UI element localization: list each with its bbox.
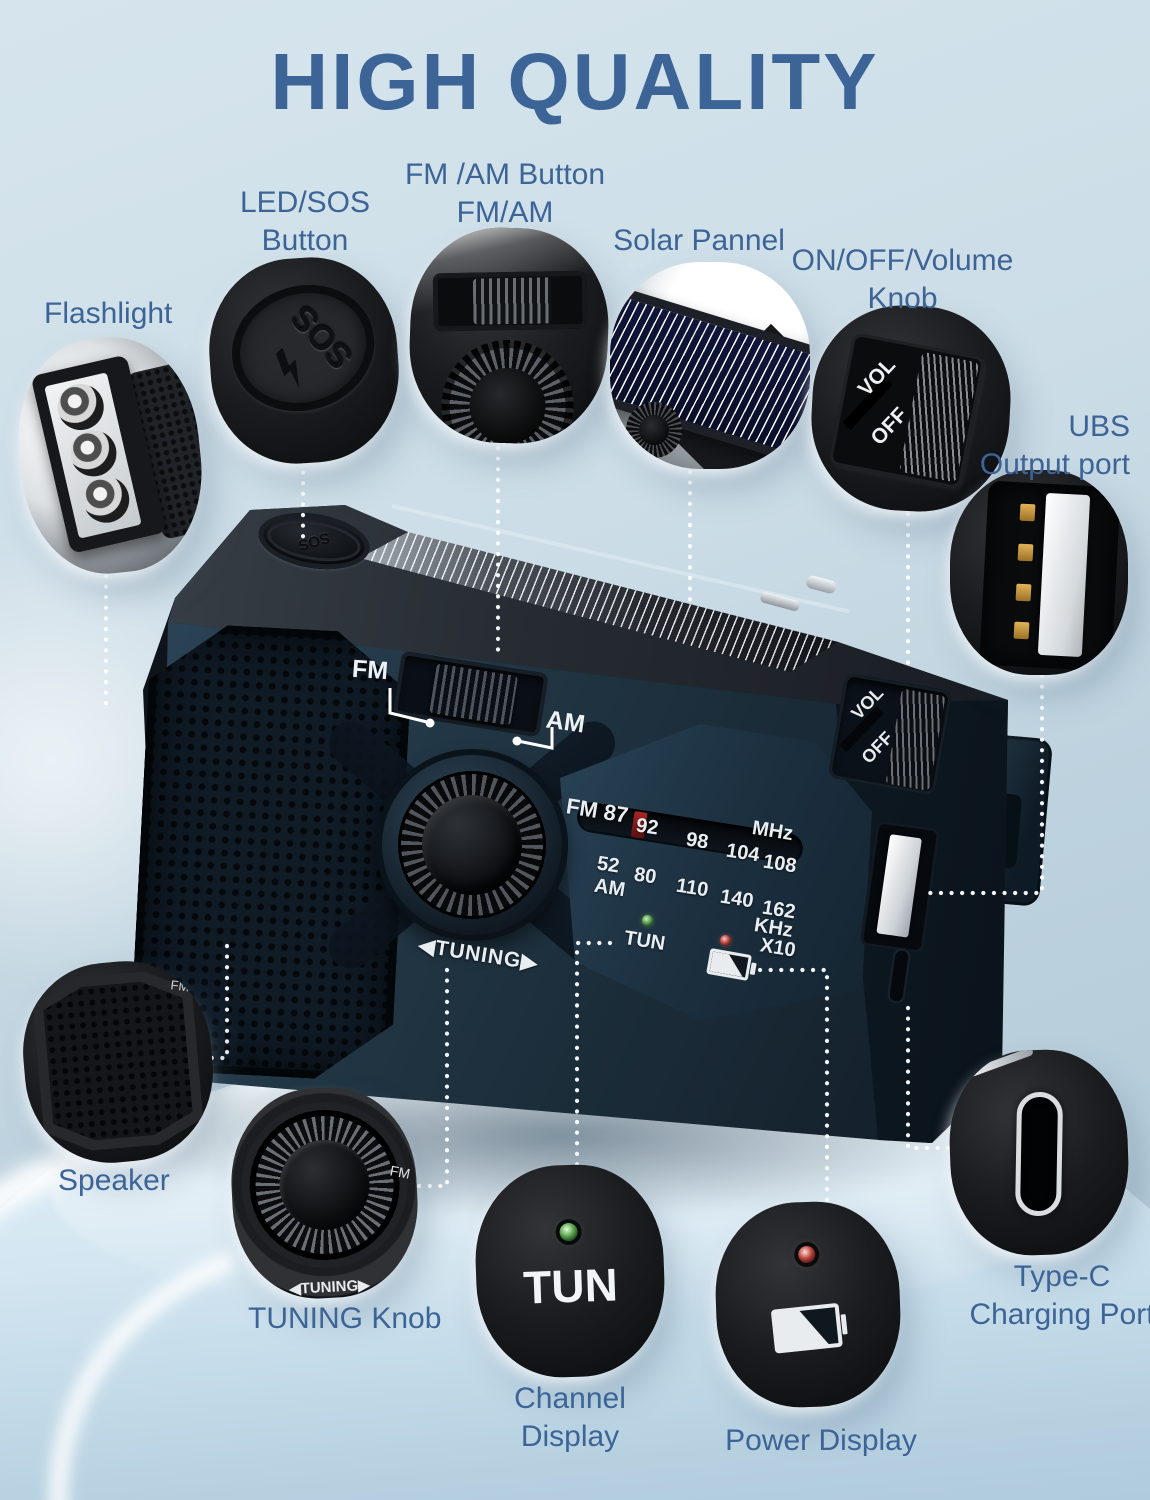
switch-thumb-detail [472, 277, 552, 325]
label-type-c-charging-port: Type-C Charging Port [969, 1260, 1150, 1331]
green-led-icon [642, 915, 653, 926]
label-channel-display: Channel Display [514, 1382, 626, 1453]
label-usb-output-port: UBS Output port [979, 410, 1130, 481]
red-led-icon [797, 1245, 816, 1264]
channel-display-callout: TUN [472, 1161, 668, 1381]
green-led-icon [559, 1222, 578, 1242]
flashlight-led-icon [78, 472, 134, 528]
label-on-off-volume-knob: ON/OFF/Volume Knob [791, 244, 1014, 315]
power-display-callout [712, 1198, 904, 1411]
label-tuning-knob: TUNING Knob [248, 1302, 442, 1335]
tuning-knob-callout: FM ◀TUNING▶ [226, 1083, 423, 1303]
sos-button-callout: SOS [203, 251, 405, 470]
speaker-fm-fragment: FM [169, 977, 191, 995]
knob-detail [626, 402, 682, 458]
band-label-am: AM [544, 705, 587, 739]
sos-button-detail: SOS [215, 266, 391, 430]
red-led-icon [720, 935, 731, 946]
page-title: HIGH QUALITY [270, 37, 880, 126]
label-led-sos-button: LED/SOS Button [239, 186, 371, 257]
battery-icon [770, 1302, 849, 1354]
dial-am-tick: 140 [718, 885, 755, 913]
usb-contact-pad [1019, 503, 1036, 522]
dial-fm-tick: 108 [761, 850, 798, 878]
dial-fm-tick: 104 [724, 839, 761, 867]
flashlight-led-icon [53, 379, 109, 435]
battery-terminal [840, 1314, 848, 1335]
speaker-grille-detail [41, 978, 194, 1144]
label-flashlight: Flashlight [44, 297, 173, 330]
usb-output-callout [950, 470, 1128, 675]
switch-track-detail [432, 270, 588, 332]
antenna-tip [804, 574, 838, 595]
label-speaker: Speaker [58, 1164, 170, 1197]
usb-a-plug-icon [876, 834, 922, 938]
solar-panel-callout [610, 262, 810, 469]
channel-display-text: TUN [522, 1258, 619, 1314]
vol-label: VOL [853, 353, 901, 401]
usb-contact-pad [1017, 543, 1034, 562]
dial-fm-tick: 98 [684, 828, 710, 854]
volume-wheel: VOL OFF [826, 665, 961, 805]
dial-am-tick: 80 [632, 863, 658, 889]
speaker-frame-detail [31, 967, 206, 1154]
flashlight-panel [44, 372, 142, 539]
usb-c-port-icon [1014, 1091, 1064, 1217]
fm-am-switch-callout [406, 224, 612, 447]
usb-contact-pad [1015, 583, 1032, 602]
label-solar-panel: Solar Pannel [613, 224, 785, 257]
dial-fm-tick: 92 [634, 814, 660, 840]
usb-contact-pad [1013, 621, 1030, 640]
knob-arc-detail [439, 337, 576, 447]
tuning-knob-face [422, 795, 522, 895]
flashlight-led-icon [65, 425, 122, 481]
type-c-port-callout [946, 1046, 1132, 1259]
usb-a-plug-icon [1037, 492, 1091, 658]
dial-am-tick: 110 [674, 874, 710, 902]
dial-am-label: AM [592, 874, 627, 902]
label-fm-am-button: FM /AM Button FM/AM [404, 158, 606, 229]
band-label-fm: FM [351, 654, 390, 686]
label-power-display: Power Display [725, 1424, 917, 1457]
